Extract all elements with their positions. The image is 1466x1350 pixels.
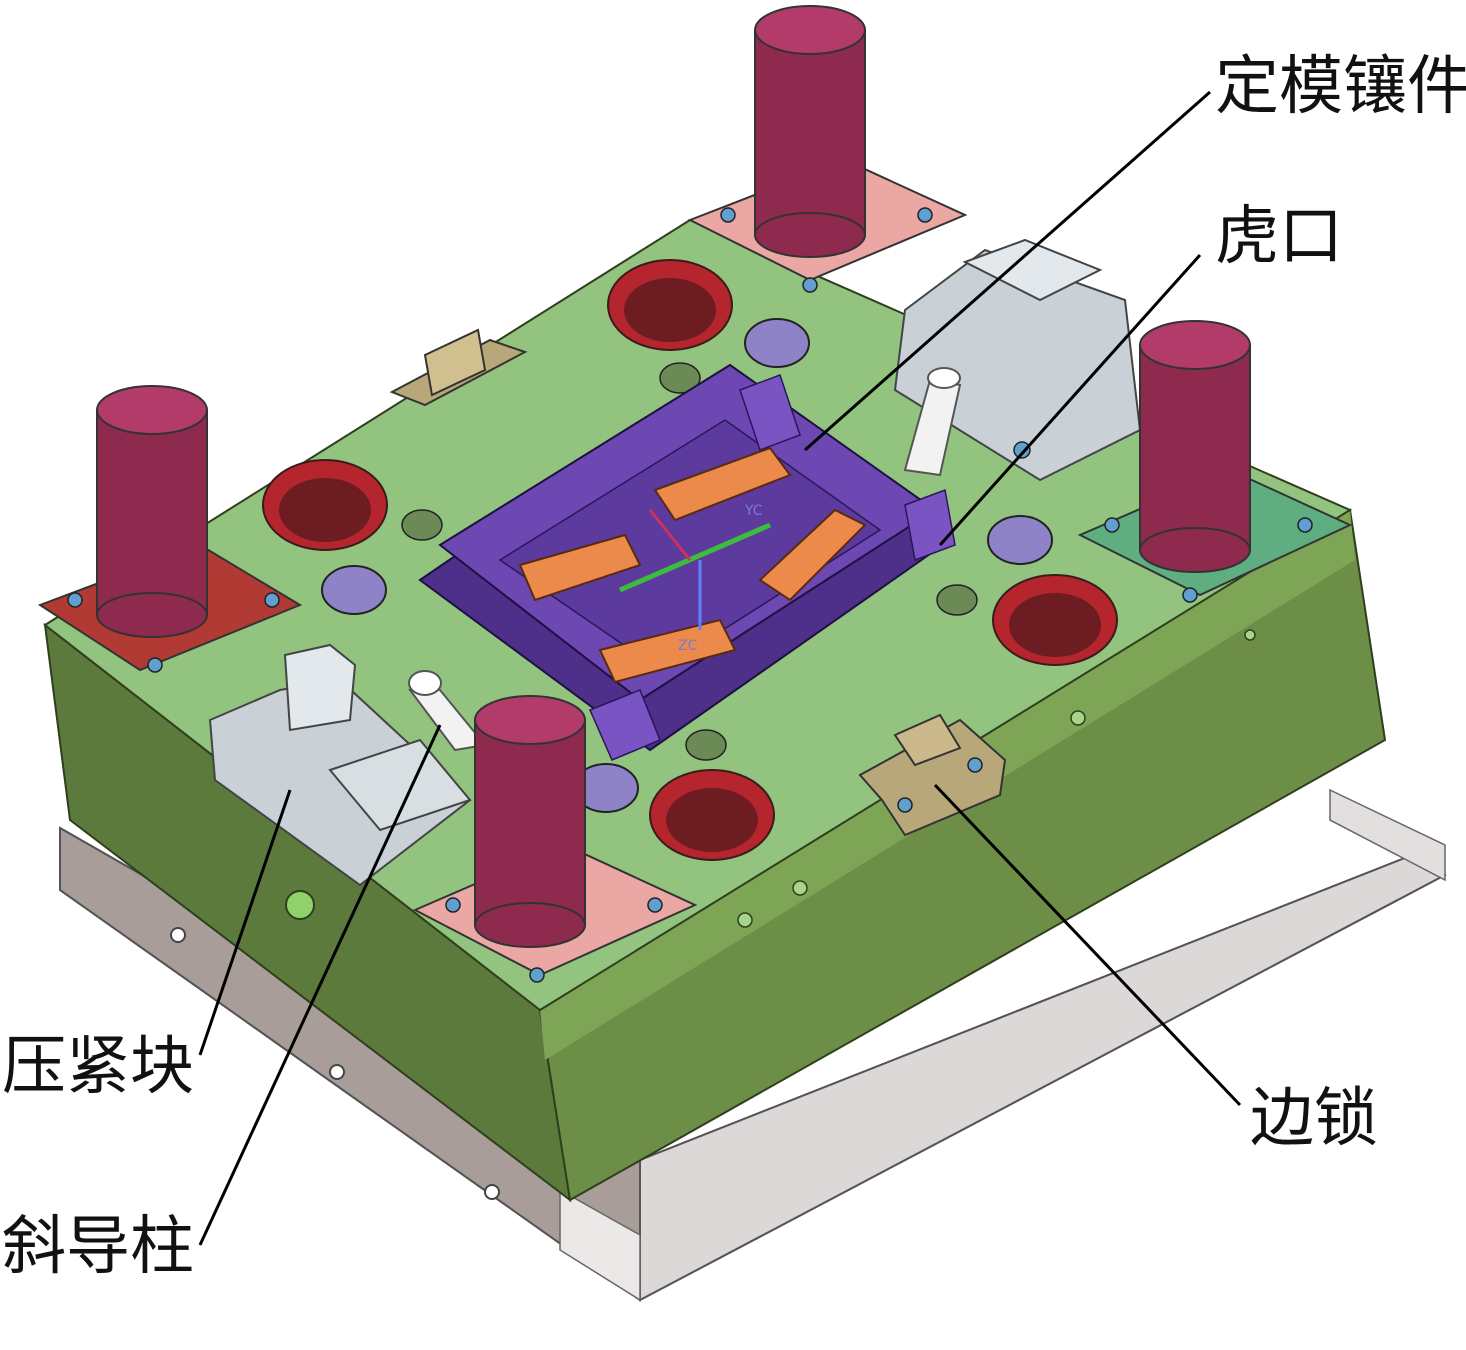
leader-clamp-block: [198, 789, 292, 1056]
counterbore-holes: [262, 259, 1118, 861]
label-angle-pin: 斜导柱: [2, 1210, 194, 1284]
leader-side-lock: [933, 783, 1242, 1107]
molded-parts: [518, 446, 867, 684]
leader-fixed-insert: [804, 90, 1211, 452]
axis-label-yc: YC: [744, 503, 763, 519]
label-fixed-insert: 定模镶件: [1215, 50, 1466, 124]
top-interlock-block: [389, 328, 528, 407]
tiger-mouth-block: [893, 238, 1142, 482]
label-clamp-block: 压紧块: [2, 1030, 194, 1104]
coordinate-triad: YC ZC: [619, 503, 771, 654]
callout-labels: 定模镶件 虎口 压紧块 斜导柱 边锁: [2, 50, 1466, 1284]
side-lock: [858, 713, 1007, 837]
leader-lines: [198, 90, 1242, 1246]
clamp-block: [208, 643, 472, 887]
leader-angle-pin: [198, 724, 442, 1246]
cap-screws: [321, 318, 1053, 813]
axis-label-zc: ZC: [678, 638, 698, 654]
label-tiger-mouth: 虎口: [1215, 200, 1343, 274]
angle-pins: [408, 367, 962, 752]
base-plate: [59, 788, 1447, 1302]
label-side-lock: 边锁: [1250, 1082, 1378, 1156]
guide-pillars: [96, 5, 1251, 948]
leader-tiger-mouth: [938, 253, 1202, 547]
